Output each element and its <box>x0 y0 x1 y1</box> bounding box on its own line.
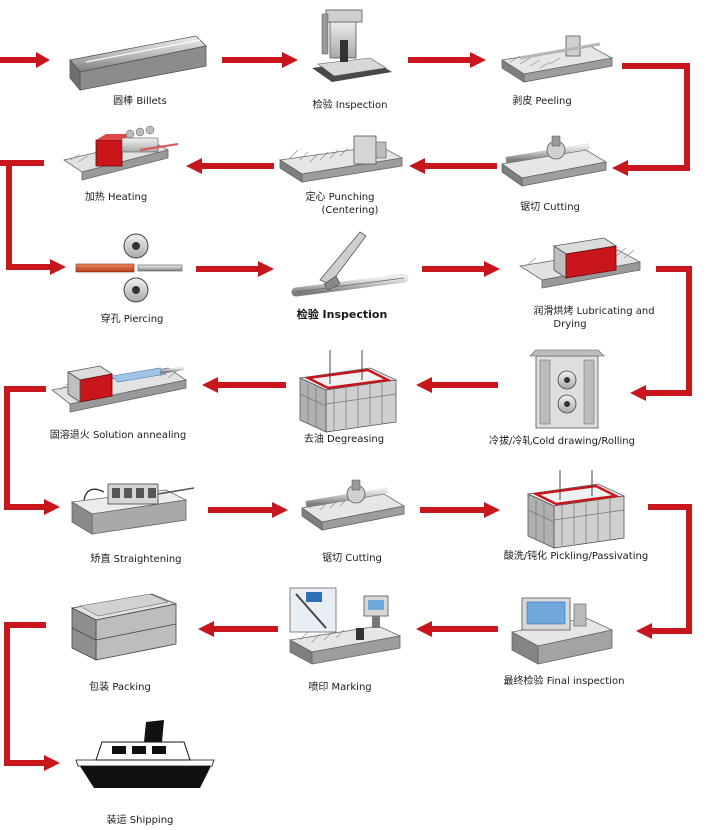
arrow-pickling-to-final-inspection <box>636 504 692 639</box>
flow-arrows <box>0 52 692 771</box>
arrow-marking-to-packing <box>198 621 278 637</box>
peeling-machine-icon <box>500 35 614 83</box>
marking-machine-icon <box>288 587 402 665</box>
arrow-billets-to-inspection <box>222 52 298 68</box>
step-label-centering-line2: (Centering) <box>322 205 379 216</box>
lubricating-oven-icon <box>518 237 642 289</box>
arrow-peeling-to-cutting <box>612 63 690 176</box>
arrow-centering-to-heating <box>186 158 274 174</box>
saw-cutting-icon <box>500 135 608 187</box>
step-label-lubricating-line2: Drying <box>553 319 586 330</box>
step-label-peeling: 剥皮 Peeling <box>512 94 571 107</box>
packing-crates-icon <box>70 593 178 661</box>
step-label-annealing: 固溶退火 Solution annealing <box>50 428 186 441</box>
heating-furnace-icon <box>63 125 179 181</box>
step-label-inspection-2: 检验 Inspection <box>297 307 388 321</box>
step-label-straightening: 矫直 Straightening <box>90 552 181 565</box>
arrow-cutting-to-centering <box>409 158 497 174</box>
arrow-inspection-to-peeling <box>408 52 486 68</box>
step-label-cutting-1: 锯切 Cutting <box>520 201 580 213</box>
step-label-heating: 加热 Heating <box>85 190 147 203</box>
arrow-inspection-to-lubricating <box>422 261 500 277</box>
step-label-final-inspection: 最终检验 Final inspection <box>504 674 625 687</box>
arrow-packing-to-shipping <box>4 622 60 771</box>
step-label-billets: 圆棒 Billets <box>113 94 167 107</box>
straightening-machine-icon <box>70 483 195 535</box>
arrow-cutting-to-pickling <box>420 502 500 518</box>
arrow-final-inspection-to-marking <box>416 621 498 637</box>
step-label-cold-drawing: 冷拔/冷轧Cold drawing/Rolling <box>489 434 635 447</box>
arrow-heating-to-piercing <box>0 160 66 275</box>
arrow-annealing-to-straightening <box>4 386 60 515</box>
arrow-entry <box>0 52 50 68</box>
arrow-cold-drawing-to-degreasing <box>416 377 498 393</box>
billets-icon <box>69 35 207 92</box>
inspection-press-icon <box>312 9 392 82</box>
step-label-lubricating: 润滑烘烤 Lubricating and <box>533 304 654 317</box>
step-label-centering: 定心 Punching <box>305 190 374 203</box>
cold-rolling-mill-icon <box>529 349 605 429</box>
shipping-vessel-icon <box>75 720 215 788</box>
arrow-lubricating-to-cold-drawing <box>630 266 692 401</box>
step-label-piercing: 穿孔 Piercing <box>101 312 164 325</box>
step-label-packing: 包装 Packing <box>89 680 151 693</box>
arrow-straightening-to-cutting <box>208 502 288 518</box>
arrow-degreasing-to-annealing <box>202 377 286 393</box>
arrow-piercing-to-inspection <box>196 261 274 277</box>
piercing-rolls-icon <box>75 233 183 303</box>
step-label-cutting-2: 锯切 Cutting <box>322 552 382 564</box>
pickling-tank-icon <box>526 470 626 549</box>
step-label-pickling: 酸洗/钝化 Pickling/Passivating <box>504 549 648 562</box>
degreasing-tank-icon <box>298 350 398 433</box>
step-label-inspection-1: 检验 Inspection <box>313 98 388 111</box>
step-label-marking: 喷印 Marking <box>308 681 371 693</box>
inspection-probe-icon <box>291 231 409 297</box>
step-label-shipping: 装运 Shipping <box>107 813 174 826</box>
step-label-degreasing: 去油 Degreasing <box>304 432 384 445</box>
saw-cutting-icon <box>300 479 406 531</box>
centering-machine-icon <box>278 135 404 183</box>
annealing-furnace-icon <box>51 365 188 413</box>
final-inspection-station-icon <box>510 597 614 665</box>
